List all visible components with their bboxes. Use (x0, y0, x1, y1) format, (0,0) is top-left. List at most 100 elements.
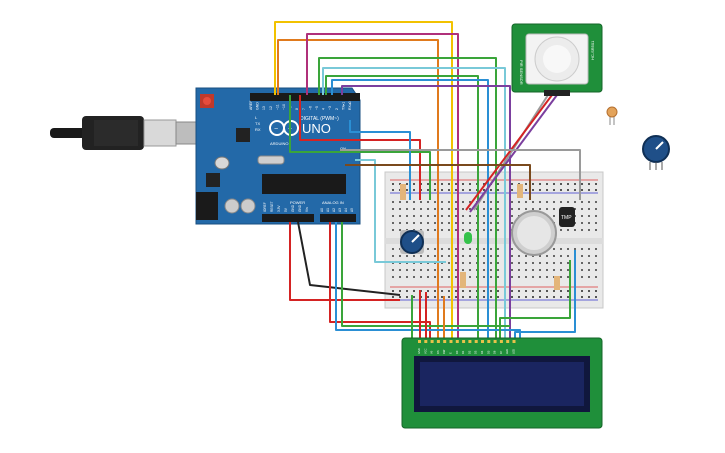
breadboard-hole (434, 201, 436, 203)
usb-cable[interactable] (50, 116, 197, 150)
lcd-pin-label: E (449, 352, 453, 354)
rail-hole (455, 189, 457, 191)
lcd-pin[interactable] (487, 340, 491, 343)
resistors[interactable] (400, 184, 560, 290)
breadboard-hole (469, 222, 471, 224)
wire-blue-right[interactable] (514, 250, 576, 340)
rail-hole (595, 183, 597, 185)
breadboard-hole (406, 276, 408, 278)
breadboard-hole (406, 255, 408, 257)
wire-yellow[interactable] (274, 21, 453, 340)
rail-hole (567, 296, 569, 298)
lcd-pin[interactable] (430, 340, 434, 343)
breadboard-hole (434, 269, 436, 271)
lcd-pin-label: RS (436, 350, 440, 354)
rail-hole (399, 290, 401, 292)
rail-hole (469, 183, 471, 185)
rail-hole (539, 290, 541, 292)
breadboard-hole (595, 276, 597, 278)
wire-red-mid[interactable] (299, 95, 421, 200)
rail-hole (448, 290, 450, 292)
wire-green-mid[interactable] (289, 95, 431, 200)
lcd-pin[interactable] (449, 340, 453, 343)
green-led[interactable] (464, 232, 472, 244)
wire-red-power[interactable] (289, 222, 400, 301)
breadboard-hole (462, 201, 464, 203)
lcd-pin[interactable] (443, 340, 447, 343)
analog-header (320, 214, 356, 222)
breadboard-hole (392, 215, 394, 217)
lcd-pin[interactable] (481, 340, 484, 343)
lcd-pin[interactable] (474, 340, 478, 343)
breadboard-hole (581, 248, 583, 250)
breadboard-hole (434, 215, 436, 217)
breadboard-hole (413, 215, 415, 217)
rail-hole (441, 290, 443, 292)
rail-hole (448, 183, 450, 185)
wire-orange[interactable] (277, 39, 439, 340)
rail-hole (567, 290, 569, 292)
breadboard-hole (434, 248, 436, 250)
wire-magenta[interactable] (306, 33, 459, 340)
wire-cyan-mid[interactable] (355, 159, 446, 263)
lcd-pin[interactable] (493, 340, 497, 343)
wire-blue-analog[interactable] (335, 222, 521, 340)
breadboard-hole (595, 248, 597, 250)
lcd-pin[interactable] (418, 340, 421, 343)
breadboard-hole (497, 262, 499, 264)
wire-black-power[interactable] (297, 221, 401, 296)
breadboard-hole (567, 262, 569, 264)
gas-sensor[interactable] (511, 210, 557, 256)
wire-green-top[interactable] (318, 57, 497, 340)
breadboard-hole (546, 269, 548, 271)
breadboard-hole (441, 201, 443, 203)
lcd-pin[interactable] (436, 340, 440, 343)
breadboard-hole (434, 276, 436, 278)
wire-pir-red[interactable] (465, 94, 553, 211)
lcd-pin[interactable] (424, 340, 428, 343)
breadboard-hole (483, 201, 485, 203)
lcd-pin[interactable] (462, 340, 466, 343)
wire-brown-mid[interactable] (345, 164, 531, 200)
wire-green-right[interactable] (499, 260, 571, 340)
lcd-pin[interactable] (499, 340, 503, 343)
wire-blue-top[interactable] (331, 79, 489, 340)
rail-hole (490, 296, 492, 298)
lcd-pin[interactable] (455, 340, 459, 343)
rail-hole (406, 183, 408, 185)
lcd-pin[interactable] (506, 340, 510, 343)
lcd-pin[interactable] (468, 340, 472, 343)
pir-sensor[interactable]: PIR SENSOR HC-SR501 (511, 23, 603, 96)
breadboard-hole (497, 269, 499, 271)
breadboard-hole (441, 229, 443, 231)
wire-gray-mid[interactable] (340, 149, 581, 200)
digital-pin-label: 13 (262, 106, 266, 110)
wire-cyan-top[interactable] (322, 67, 506, 340)
atmega-chip (262, 174, 346, 194)
lcd-pin-label: LED (512, 349, 516, 354)
rail-hole (511, 290, 513, 292)
potentiometer-standalone[interactable] (642, 135, 670, 170)
wire-green-analog[interactable] (341, 222, 510, 327)
potentiometer-breadboard[interactable] (400, 230, 424, 254)
wire-pir-purple[interactable] (469, 94, 558, 213)
breadboard-hole (483, 229, 485, 231)
breadboard-hole (497, 215, 499, 217)
lcd-pin[interactable] (512, 340, 516, 343)
tmp-sensor[interactable]: TMP (559, 207, 575, 227)
photoresistor[interactable] (606, 106, 618, 125)
breadboard-hole (497, 201, 499, 203)
breadboard-hole (553, 255, 555, 257)
breadboard-hole (427, 215, 429, 217)
wire-purple-top[interactable] (341, 85, 511, 340)
breadboard-hole (406, 208, 408, 210)
breadboard-hole (441, 208, 443, 210)
digital-pin-label: 4 (322, 108, 326, 110)
wire-green-2[interactable] (325, 75, 479, 340)
digital-label: DIGITAL (PWM~) (300, 116, 339, 122)
breadboard-hole (497, 248, 499, 250)
lcd-pin-label: D6 (493, 350, 497, 354)
